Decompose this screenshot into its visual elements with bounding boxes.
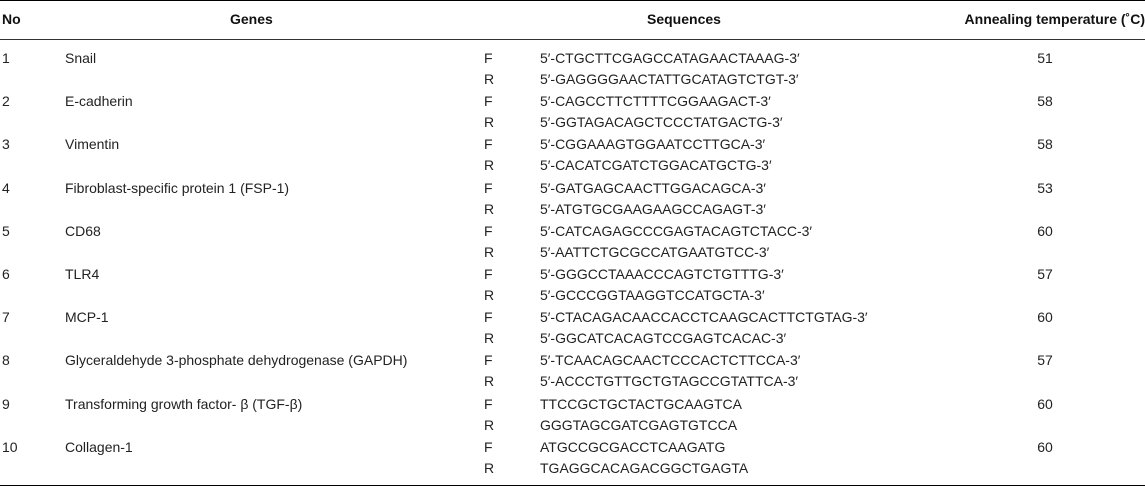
header-divider-rule — [0, 39, 1145, 40]
forward-strand-label: F — [484, 309, 493, 326]
gene-name: Vimentin — [65, 136, 120, 153]
header-sequences: Sequences — [647, 11, 721, 27]
gene-name: Glyceraldehyde 3-phosphate dehydrogenase… — [65, 352, 408, 369]
annealing-temperature: 60 — [1037, 438, 1053, 455]
reverse-strand-label: R — [484, 286, 495, 303]
table-row: 8 Glyceraldehyde 3-phosphate dehydrogenas… — [0, 350, 1145, 393]
reverse-strand-label: R — [484, 114, 495, 131]
table-row: 6 TLR4 F 5′-GGGCCTAAACCCAGTCTGTTTG-3′ R 5′-GC… — [0, 264, 1145, 307]
table-header: No Genes Sequences Annealing temperature… — [0, 0, 1145, 39]
reverse-strand-label: R — [484, 200, 495, 217]
header-genes: Genes — [230, 11, 273, 27]
forward-sequence: 5′-CAGCCTTCTTTTCGGAAGACT-3′ — [540, 93, 771, 110]
reverse-sequence: TGAGGCACAGACGGCTGAGTA — [540, 459, 749, 476]
forward-sequence: 5′-CATCAGAGCCCGAGTACAGTCTACC-3′ — [540, 222, 813, 239]
reverse-sequence: 5′-GAGGGGAACTATTGCATAGTCTGT-3′ — [540, 71, 799, 87]
row-number: 8 — [2, 352, 10, 369]
row-number: 5 — [2, 222, 10, 239]
row-number: 2 — [2, 93, 10, 110]
gene-name: Fibroblast-specific protein 1 (FSP-1) — [65, 179, 290, 196]
row-number: 3 — [2, 136, 10, 153]
forward-strand-label: F — [484, 136, 493, 153]
row-number: 7 — [2, 309, 10, 326]
table-row: 7 MCP-1 F 5′-CTACAGACAACCACCTCAAGCACTTCTGTA… — [0, 307, 1145, 350]
reverse-strand-label: R — [484, 157, 495, 174]
table-row: 1 Snail F 5′-CTGCTTCGAGCCATAGAACTAAAG-3′ R 5′… — [0, 48, 1145, 91]
reverse-strand-label: R — [484, 71, 495, 87]
forward-strand-label: F — [484, 93, 493, 110]
header-no: No — [2, 11, 21, 27]
reverse-strand-label: R — [484, 243, 495, 260]
forward-strand-label: F — [484, 50, 493, 66]
annealing-temperature: 57 — [1037, 352, 1053, 369]
forward-strand-label: F — [484, 265, 493, 282]
gene-name: CD68 — [65, 222, 101, 239]
annealing-temperature: 60 — [1037, 309, 1053, 326]
annealing-temperature: 53 — [1037, 179, 1053, 196]
row-number: 6 — [2, 265, 10, 282]
gene-name: E-cadherin — [65, 93, 133, 110]
row-number: 10 — [2, 438, 18, 455]
forward-sequence: 5′-CTGCTTCGAGCCATAGAACTAAAG-3′ — [540, 50, 800, 66]
forward-strand-label: F — [484, 438, 493, 455]
table-row: 10 Collagen-1 F ATGCCGCGACCTCAAGATG R TGAGGCA… — [0, 437, 1145, 480]
reverse-sequence: GGGTAGCGATCGAGTGTCCA — [540, 416, 738, 433]
forward-sequence: 5′-TCAACAGCAACTCCCACTCTTCCA-3′ — [540, 352, 801, 369]
annealing-temperature: 57 — [1037, 265, 1053, 282]
reverse-strand-label: R — [484, 330, 495, 347]
forward-sequence: ATGCCGCGACCTCAAGATG — [540, 438, 726, 455]
table-row: 3 Vimentin F 5′-CGGAAAGTGGAATCCTTGCA-3′ R 5′-… — [0, 134, 1145, 177]
reverse-strand-label: R — [484, 459, 495, 476]
reverse-strand-label: R — [484, 416, 495, 433]
forward-sequence: TTCCGCTGCTACTGCAAGTCA — [540, 395, 742, 412]
annealing-temperature: 60 — [1037, 222, 1053, 239]
annealing-temperature: 58 — [1037, 93, 1053, 110]
gene-name: Transforming growth factor- β (TGF-β) — [65, 395, 303, 412]
annealing-temperature: 51 — [1037, 50, 1053, 66]
forward-strand-label: F — [484, 222, 493, 239]
forward-strand-label: F — [484, 395, 493, 412]
gene-name: MCP-1 — [65, 309, 109, 326]
row-number: 4 — [2, 179, 10, 196]
reverse-sequence: 5′-ACCCTGTTGCTGTAGCCGTATTCA-3′ — [540, 373, 799, 390]
annealing-temperature: 58 — [1037, 136, 1053, 153]
table-bottom-rule — [0, 485, 1145, 486]
table-row: 9 Transforming growth factor- β (TGF-β) F T… — [0, 394, 1145, 437]
gene-name: TLR4 — [65, 265, 100, 282]
reverse-sequence: 5′-GCCCGGTAAGGTCCATGCTA-3′ — [540, 286, 765, 303]
forward-sequence: 5′-GATGAGCAACTTGGACAGCA-3′ — [540, 179, 766, 196]
reverse-sequence: 5′-GGTAGACAGCTCCCTATGACTG-3′ — [540, 114, 783, 131]
table-top-rule — [0, 0, 1145, 1]
table-row: 2 E-cadherin F 5′-CAGCCTTCTTTTCGGAAGACT-3′ R… — [0, 91, 1145, 134]
reverse-sequence: 5′-CACATCGATCTGGACATGCTG-3′ — [540, 157, 772, 174]
forward-sequence: 5′-GGGCCTAAACCCAGTCTGTTTG-3′ — [540, 265, 784, 282]
gene-name: Snail — [65, 50, 97, 66]
forward-sequence: 5′-CGGAAAGTGGAATCCTTGCA-3′ — [540, 136, 766, 153]
reverse-sequence: 5′-GGCATCACAGTCCGAGTCACAC-3′ — [540, 330, 787, 347]
annealing-temperature: 60 — [1037, 395, 1053, 412]
table-row: 5 CD68 F 5′-CATCAGAGCCCGAGTACAGTCTACC-3′ R 5′… — [0, 221, 1145, 264]
table-row: 4 Fibroblast-specific protein 1 (FSP-1) F 5… — [0, 178, 1145, 221]
reverse-sequence: 5′-ATGTGCGAAGAAGCCAGAGT-3′ — [540, 200, 766, 217]
row-number: 9 — [2, 395, 10, 412]
reverse-strand-label: R — [484, 373, 495, 390]
header-annealing-temperature: Annealing temperature (˚C) — [964, 11, 1145, 27]
gene-name: Collagen-1 — [65, 438, 133, 455]
forward-strand-label: F — [484, 352, 493, 369]
forward-sequence: 5′-CTACAGACAACCACCTCAAGCACTTCTGTAG-3′ — [540, 309, 868, 326]
row-number: 1 — [2, 50, 10, 66]
reverse-sequence: 5′-AATTCTGCGCCATGAATGTCC-3′ — [540, 243, 770, 260]
forward-strand-label: F — [484, 179, 493, 196]
